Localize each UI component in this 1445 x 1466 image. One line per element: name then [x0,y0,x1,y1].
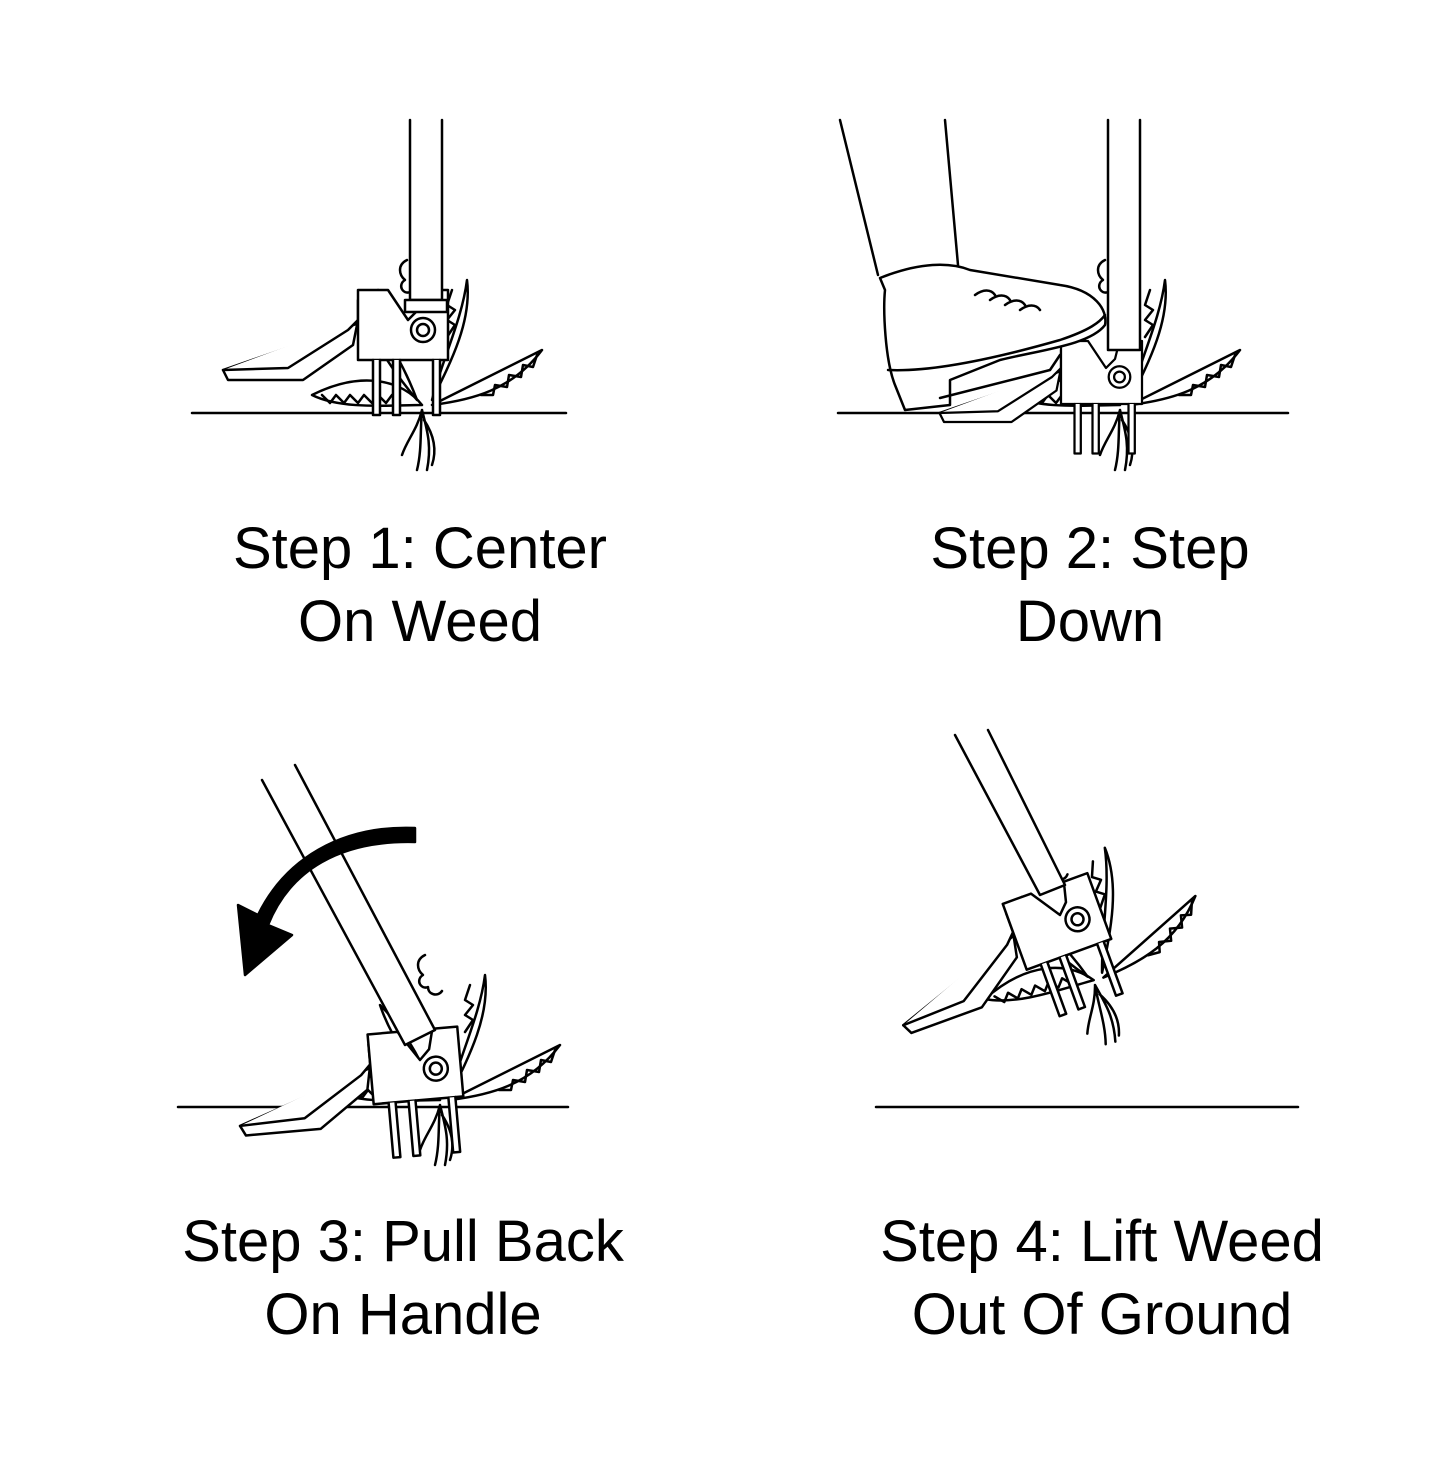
weeder-head [874,871,1132,1069]
step-2-title: Step 2: Step [930,516,1250,581]
weeder-head [231,1025,470,1173]
step-4-caption: Step 4: Lift Weed Out Of Ground [802,1205,1402,1351]
step-1-title: Step 1: Center [233,516,607,581]
step-3-illustration [176,763,570,1173]
pull-back-arrow-icon [236,826,417,977]
boot [878,263,1107,412]
step-4-illustration [874,728,1300,1109]
step-4-title: Step 4: Lift Weed [880,1209,1324,1274]
step-2-caption: Step 2: Step Down [790,512,1390,658]
step-4-subtitle: Out Of Ground [911,1282,1293,1347]
weeder-pole [260,763,437,1047]
step-3-title: Step 3: Pull Back [182,1209,624,1274]
laces [973,289,1042,312]
step-2-subtitle: Down [1015,589,1165,654]
leg [838,118,960,277]
weeder-pole [1106,118,1142,352]
weeder-pole [953,728,1067,897]
step-1-subtitle: On Weed [298,589,542,654]
step-1-illustration [190,118,568,472]
boot-sole [886,313,1107,372]
step-2-illustration [836,118,1290,472]
step-1-caption: Step 1: Center On Weed [120,512,720,658]
step-3-subtitle: On Handle [264,1282,542,1347]
weeder-pole [408,118,444,302]
step-3-caption: Step 3: Pull Back On Handle [103,1205,703,1351]
